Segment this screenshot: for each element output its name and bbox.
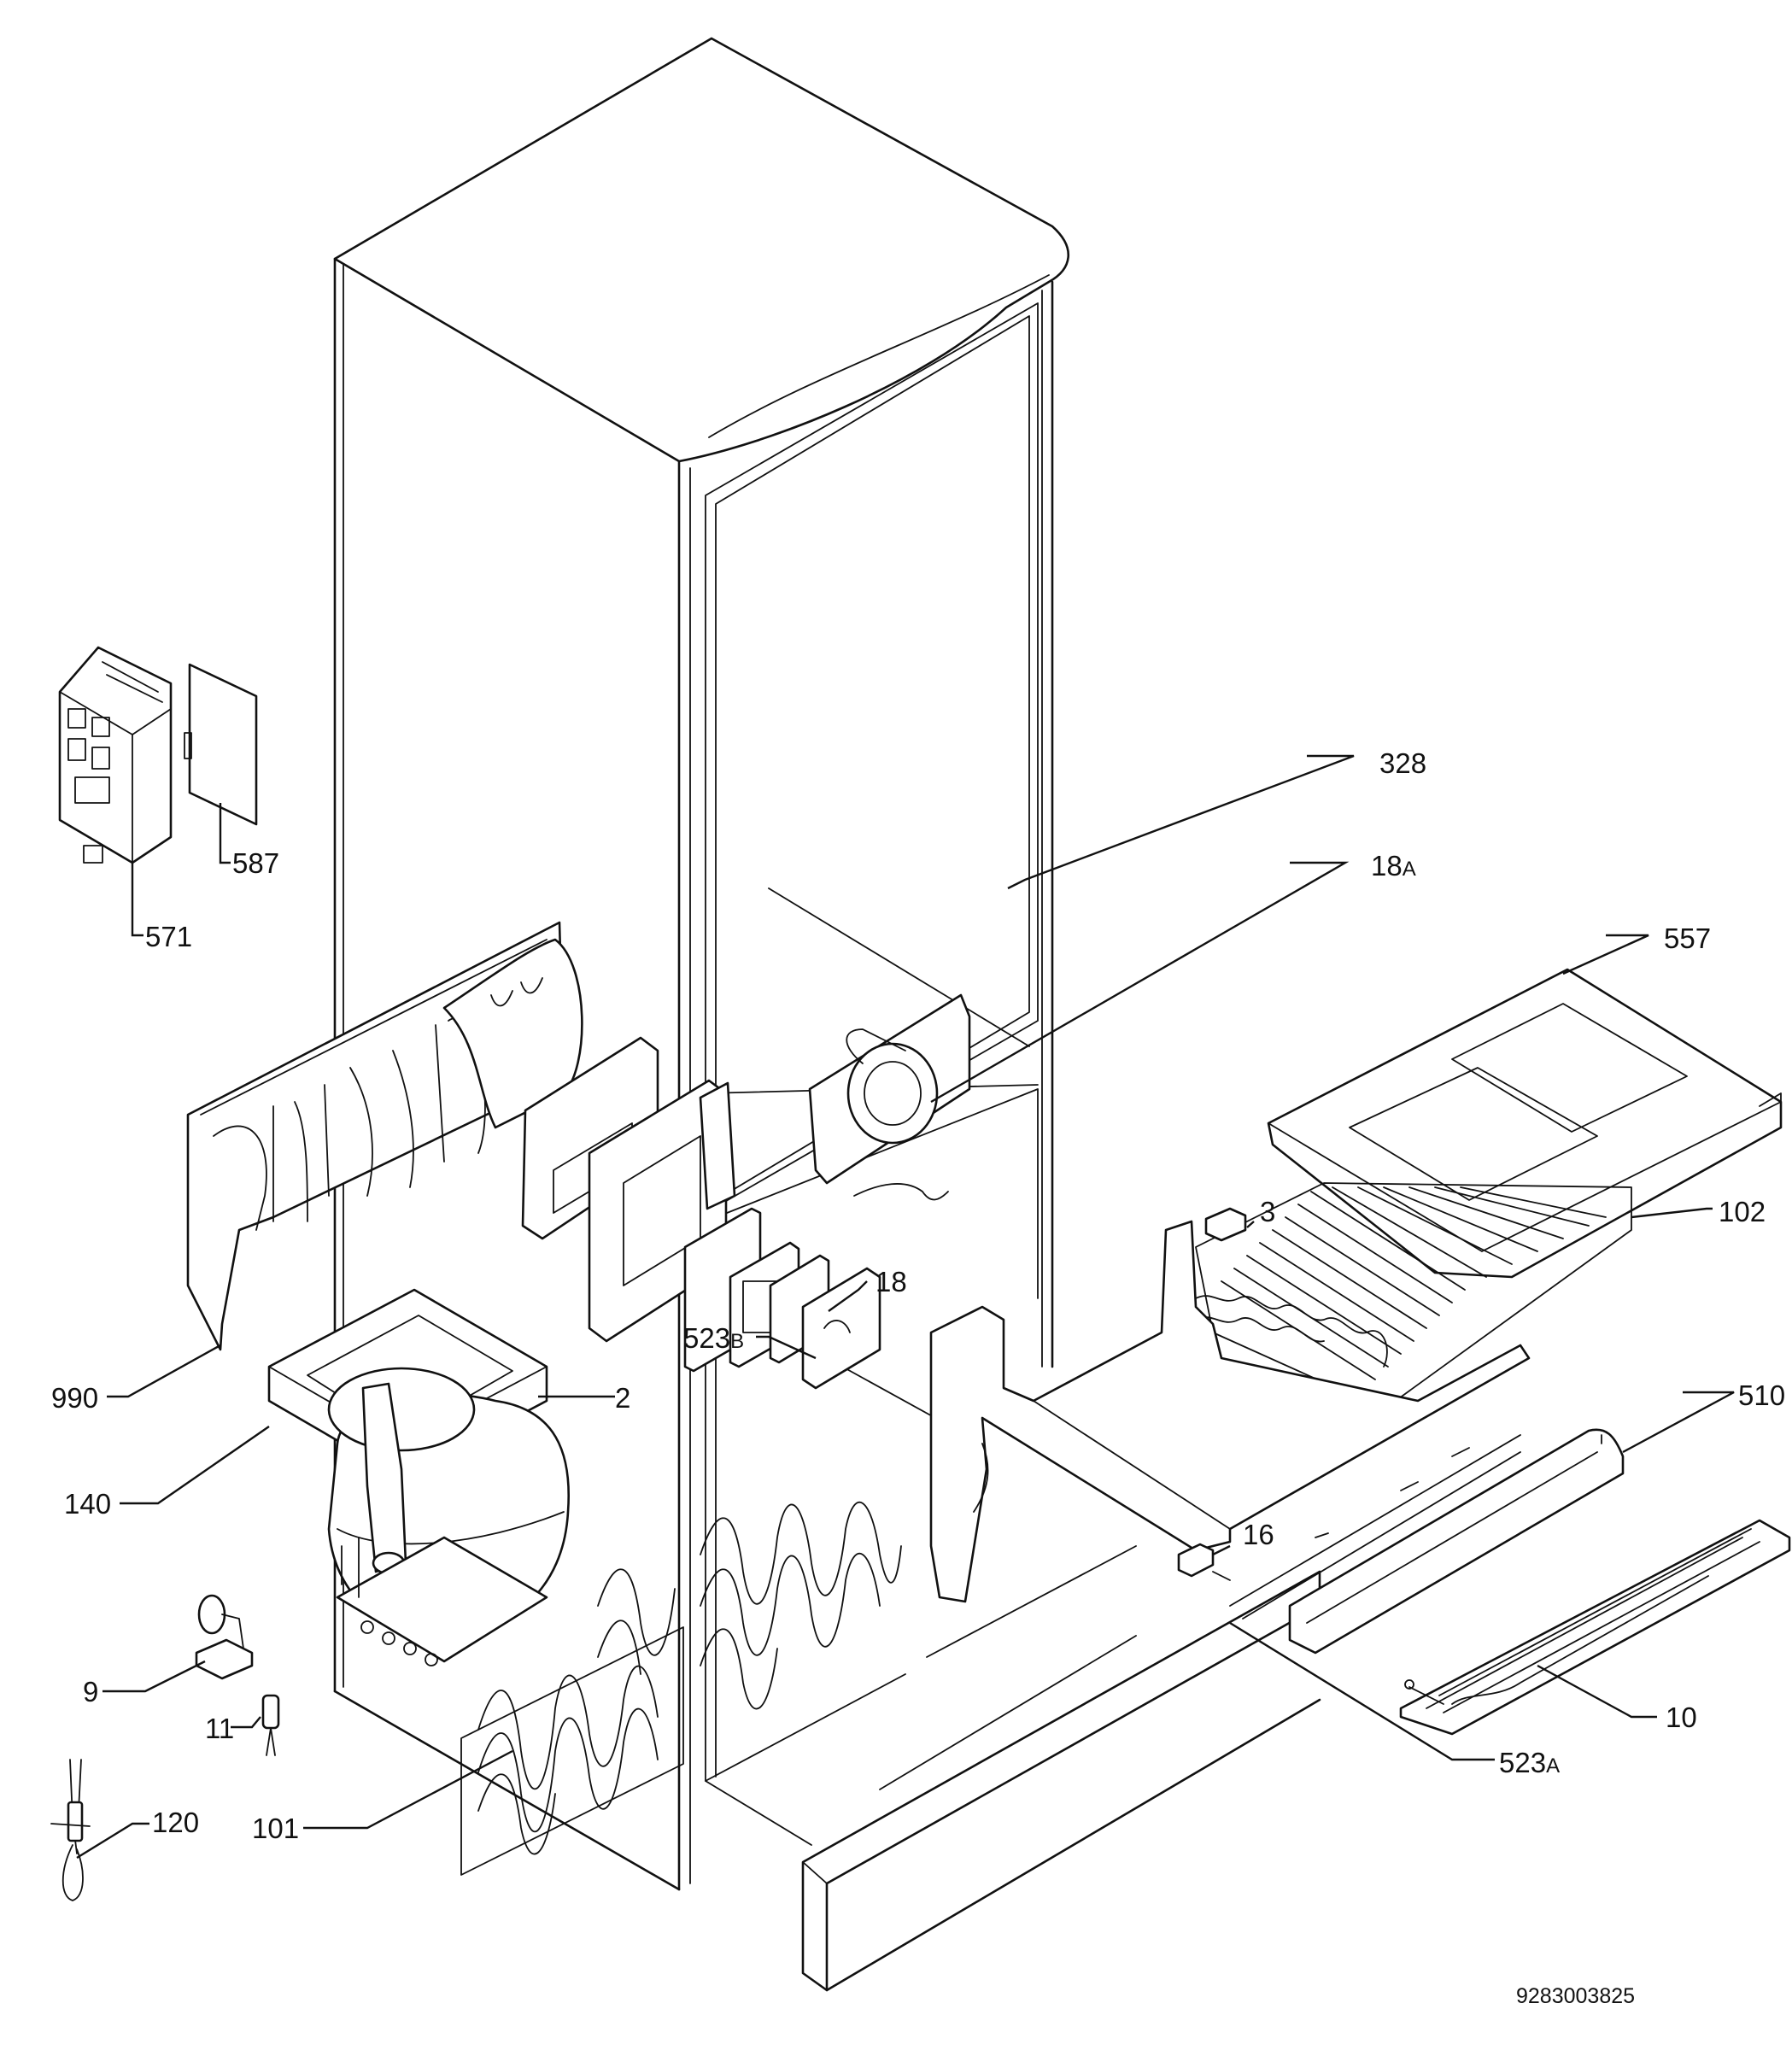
callout-11: 11 bbox=[205, 1713, 234, 1744]
callout-10: 10 bbox=[1666, 1702, 1697, 1733]
kick-plate bbox=[801, 1570, 1321, 1992]
evaporator-cover-557 bbox=[1267, 968, 1783, 1279]
callout-571: 571 bbox=[145, 921, 192, 952]
callout-labels: 328 18A 557 102 3 18 510 2 523B 16 10 52… bbox=[51, 747, 1785, 1844]
capacitor-11 bbox=[261, 1694, 280, 1756]
callout-510: 510 bbox=[1738, 1379, 1785, 1411]
callout-101: 101 bbox=[252, 1813, 299, 1844]
callout-328: 328 bbox=[1379, 747, 1426, 779]
callout-102: 102 bbox=[1719, 1196, 1766, 1227]
callout-140: 140 bbox=[64, 1488, 111, 1520]
callout-557: 557 bbox=[1664, 922, 1711, 954]
drain-channel-523a bbox=[929, 1220, 1531, 1620]
callout-523a: 523A bbox=[1499, 1747, 1560, 1778]
fan-assembly-18a bbox=[808, 993, 971, 1201]
part-16 bbox=[1177, 1543, 1231, 1581]
callout-587: 587 bbox=[232, 847, 279, 879]
sensor-120 bbox=[50, 1759, 91, 1901]
air-duct-panel-990 bbox=[186, 921, 583, 1351]
document-number: 9283003825 bbox=[1516, 1984, 1635, 2008]
compressor-2 bbox=[327, 1367, 570, 1666]
fan-housing-523b bbox=[683, 1207, 881, 1390]
part-3 bbox=[1204, 1207, 1247, 1242]
relay-9 bbox=[195, 1594, 254, 1680]
callout-16: 16 bbox=[1243, 1519, 1274, 1550]
condenser-101 bbox=[460, 1502, 902, 1876]
callout-523b: 523B bbox=[683, 1322, 744, 1354]
leader-lines bbox=[76, 754, 1735, 1860]
heater-10 bbox=[1399, 1519, 1791, 1736]
callout-120: 120 bbox=[152, 1807, 199, 1838]
control-cover-587 bbox=[184, 663, 258, 826]
callout-18a: 18A bbox=[1371, 850, 1416, 882]
trim-strip-510 bbox=[1288, 1428, 1625, 1655]
callout-3: 3 bbox=[1260, 1196, 1275, 1227]
callout-18: 18 bbox=[876, 1266, 907, 1297]
callout-990: 990 bbox=[51, 1382, 98, 1414]
callout-9: 9 bbox=[83, 1676, 98, 1707]
control-module-571 bbox=[58, 646, 173, 864]
callout-2: 2 bbox=[615, 1382, 630, 1414]
